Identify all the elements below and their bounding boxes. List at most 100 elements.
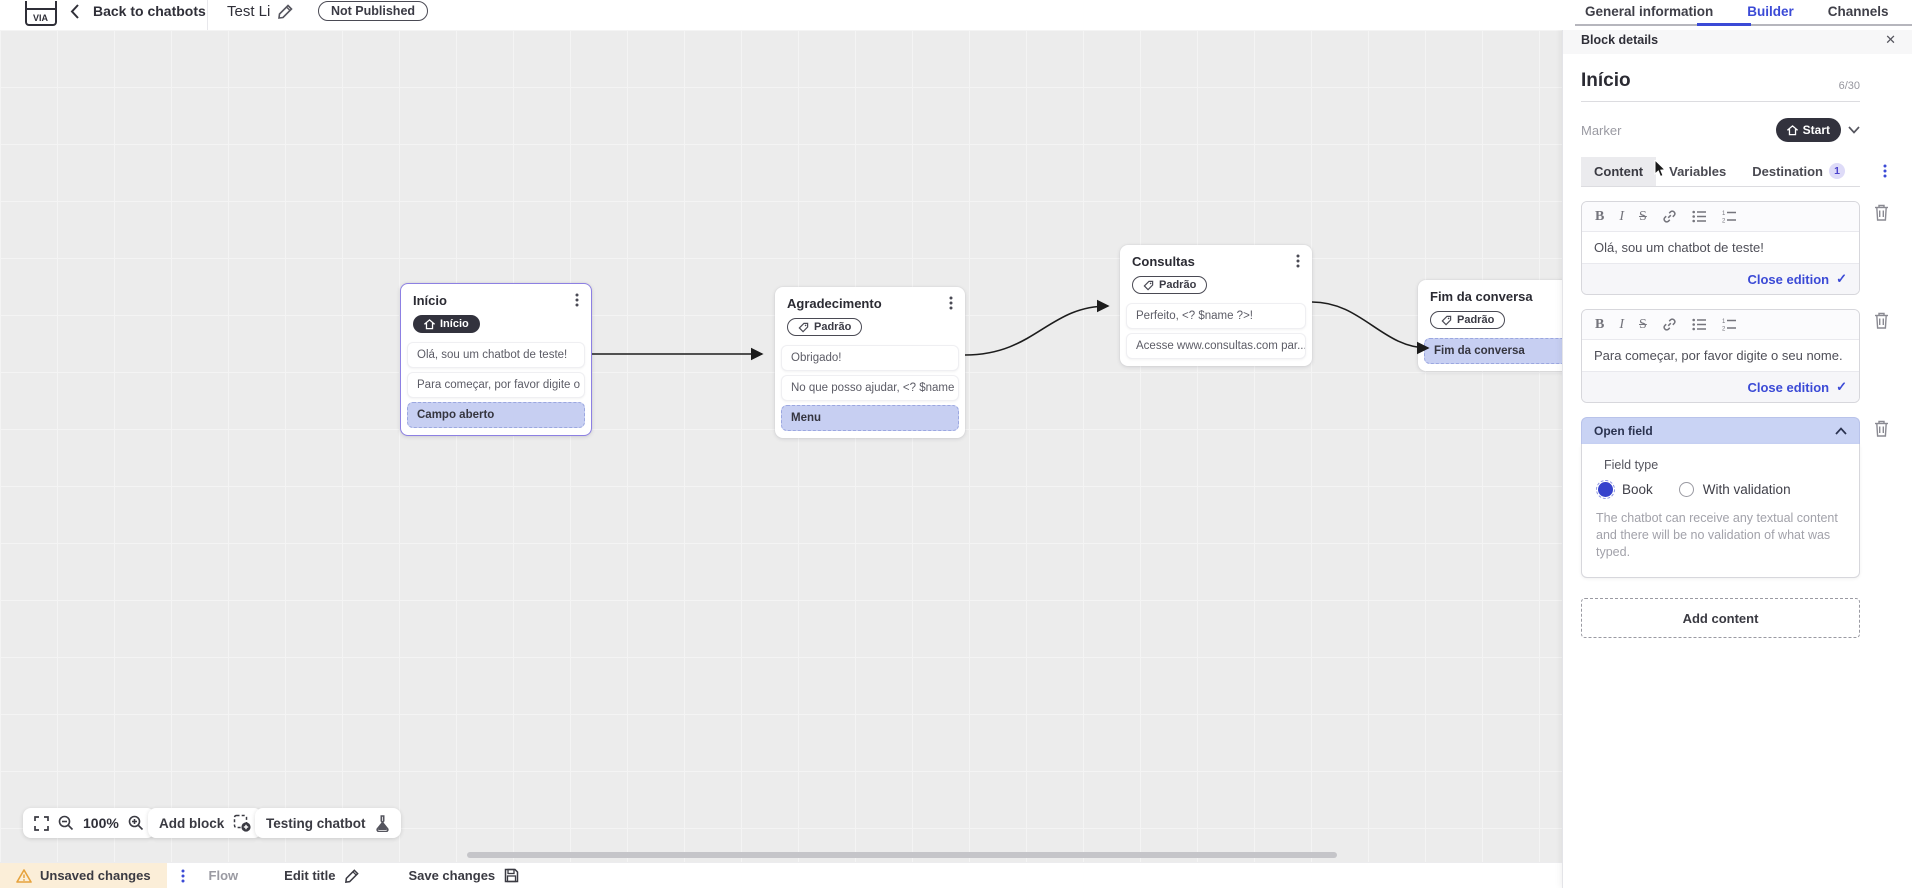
- radio-selected-icon[interactable]: [1596, 480, 1615, 499]
- flow-block-agradecimento[interactable]: Agradecimento Padrão Obrigado! No que po…: [775, 287, 965, 438]
- zoom-toolbar: 100%: [23, 808, 155, 838]
- block-marker-badge: Padrão: [787, 318, 863, 336]
- delete-content-icon[interactable]: [1868, 201, 1894, 221]
- block-menu-icon[interactable]: [949, 296, 953, 310]
- tab-destination[interactable]: Destination 1: [1739, 156, 1858, 186]
- add-content-button[interactable]: Add content: [1581, 598, 1860, 638]
- zoom-in-icon[interactable]: [128, 815, 144, 831]
- field-type-description: The chatbot can receive any textual cont…: [1596, 511, 1838, 559]
- block-name-field[interactable]: Início 6/30: [1581, 70, 1860, 102]
- canvas-horizontal-scrollbar[interactable]: [467, 852, 1337, 858]
- edit-title-button[interactable]: Edit title: [284, 868, 360, 884]
- save-icon: [504, 868, 519, 883]
- back-to-chatbots-button[interactable]: Back to chatbots: [70, 3, 206, 19]
- open-field-header[interactable]: Open field: [1581, 417, 1860, 444]
- delete-open-field-icon[interactable]: [1868, 417, 1894, 437]
- fullscreen-icon[interactable]: [34, 815, 49, 831]
- radio-option-book[interactable]: Book: [1596, 480, 1653, 499]
- block-content-row[interactable]: Olá, sou um chatbot de teste!: [407, 341, 585, 368]
- footer-menu-icon[interactable]: [181, 869, 185, 883]
- add-block-label: Add block: [159, 815, 225, 831]
- chevron-down-icon[interactable]: [1848, 126, 1860, 134]
- block-content-row[interactable]: Para começar, por favor digite o ...: [407, 371, 585, 398]
- header-divider: [207, 0, 208, 30]
- check-icon: ✓: [1836, 271, 1847, 286]
- bold-icon[interactable]: B: [1595, 208, 1605, 224]
- svg-text:1: 1: [1722, 211, 1726, 217]
- strikethrough-icon[interactable]: S: [1639, 208, 1647, 224]
- block-menu-icon[interactable]: [575, 293, 579, 307]
- block-title: Agradecimento: [787, 296, 882, 311]
- tab-variables[interactable]: Variables: [1669, 164, 1727, 179]
- italic-icon[interactable]: I: [1619, 316, 1625, 332]
- link-icon[interactable]: [1662, 209, 1677, 224]
- save-changes-button[interactable]: Save changes: [408, 868, 519, 883]
- panel-header: Block details ✕: [1563, 26, 1912, 54]
- close-edition-button[interactable]: Close edition: [1747, 271, 1830, 287]
- tab-general-information[interactable]: General information: [1585, 4, 1714, 19]
- block-marker-badge: Padrão: [1430, 311, 1506, 329]
- tag-icon: [1441, 315, 1452, 325]
- bullet-list-icon[interactable]: [1692, 210, 1707, 223]
- editor-text[interactable]: Para começar, por favor digite o seu nom…: [1594, 348, 1843, 363]
- block-name-value[interactable]: Início: [1581, 70, 1631, 91]
- testing-chatbot-button[interactable]: Testing chatbot: [255, 808, 401, 838]
- chevron-up-icon[interactable]: [1835, 427, 1847, 435]
- flask-icon: [375, 814, 390, 832]
- tab-builder[interactable]: Builder: [1747, 4, 1794, 19]
- bullet-list-icon[interactable]: [1692, 318, 1707, 331]
- connection-arrows: [592, 299, 1430, 361]
- tab-content[interactable]: Content: [1581, 157, 1657, 186]
- block-menu-icon[interactable]: [1296, 254, 1300, 268]
- block-content-row[interactable]: Acesse www.consultas.com par...: [1126, 332, 1306, 359]
- delete-content-icon[interactable]: [1868, 309, 1894, 329]
- bold-icon[interactable]: B: [1595, 316, 1605, 332]
- flow-block-inicio[interactable]: Início Início Olá, sou um chatbot de tes…: [400, 283, 592, 436]
- zoom-out-icon[interactable]: [58, 815, 74, 831]
- block-title: Início: [413, 293, 447, 308]
- edge-agradecimento-consultas: [964, 299, 1110, 356]
- block-content-row[interactable]: Perfeito, <? $name ?>!: [1126, 302, 1306, 329]
- block-open-field-row[interactable]: Campo aberto: [407, 401, 585, 428]
- unsaved-changes-indicator: Unsaved changes: [0, 863, 167, 888]
- link-icon[interactable]: [1662, 317, 1677, 332]
- close-icon[interactable]: ✕: [1885, 32, 1896, 47]
- edit-title-pencil-icon[interactable]: [277, 3, 294, 20]
- flow-block-consultas[interactable]: Consultas Padrão Perfeito, <? $name ?>! …: [1120, 245, 1312, 366]
- block-end-row[interactable]: Fim da conversa: [1424, 337, 1572, 364]
- radio-unselected-icon[interactable]: [1678, 482, 1694, 497]
- panel-tabs-menu-icon[interactable]: [1883, 164, 1887, 178]
- block-title: Consultas: [1132, 254, 1195, 269]
- block-marker-badge: Início: [413, 315, 480, 333]
- editor-text[interactable]: Olá, sou um chatbot de teste!: [1594, 240, 1764, 255]
- marker-row: Marker Start: [1581, 118, 1860, 142]
- flow-block-fim[interactable]: Fim da conversa Padrão Fim da conversa: [1418, 280, 1578, 371]
- tag-icon: [1143, 280, 1154, 290]
- marker-label: Marker: [1581, 122, 1622, 138]
- close-edition-button[interactable]: Close edition: [1747, 379, 1830, 395]
- add-block-button[interactable]: Add block: [148, 808, 263, 838]
- block-content-row[interactable]: Obrigado!: [781, 344, 959, 371]
- open-field-card: Open field Field type Book With validati…: [1581, 417, 1860, 578]
- check-icon: ✓: [1836, 379, 1847, 394]
- svg-text:2: 2: [1722, 327, 1726, 332]
- add-block-icon: [233, 814, 251, 832]
- strikethrough-icon[interactable]: S: [1639, 316, 1647, 332]
- marker-start-pill[interactable]: Start: [1775, 118, 1841, 142]
- italic-icon[interactable]: I: [1619, 208, 1625, 224]
- flow-label[interactable]: Flow: [208, 868, 239, 883]
- radio-option-with-validation[interactable]: With validation: [1678, 482, 1791, 497]
- tab-channels[interactable]: Channels: [1827, 4, 1889, 19]
- block-content-row[interactable]: No que posso ajudar, <? $name ...: [781, 374, 959, 401]
- block-menu-row[interactable]: Menu: [781, 404, 959, 431]
- top-nav-tabs: General information Builder Channels: [1585, 4, 1889, 19]
- panel-tabs: Content Variables Destination 1: [1581, 156, 1887, 187]
- svg-text:VIA: VIA: [33, 13, 49, 23]
- top-bar: VIA Back to chatbots Test Li Not Publish…: [0, 0, 1912, 30]
- chatbot-title[interactable]: Test Li: [227, 3, 271, 20]
